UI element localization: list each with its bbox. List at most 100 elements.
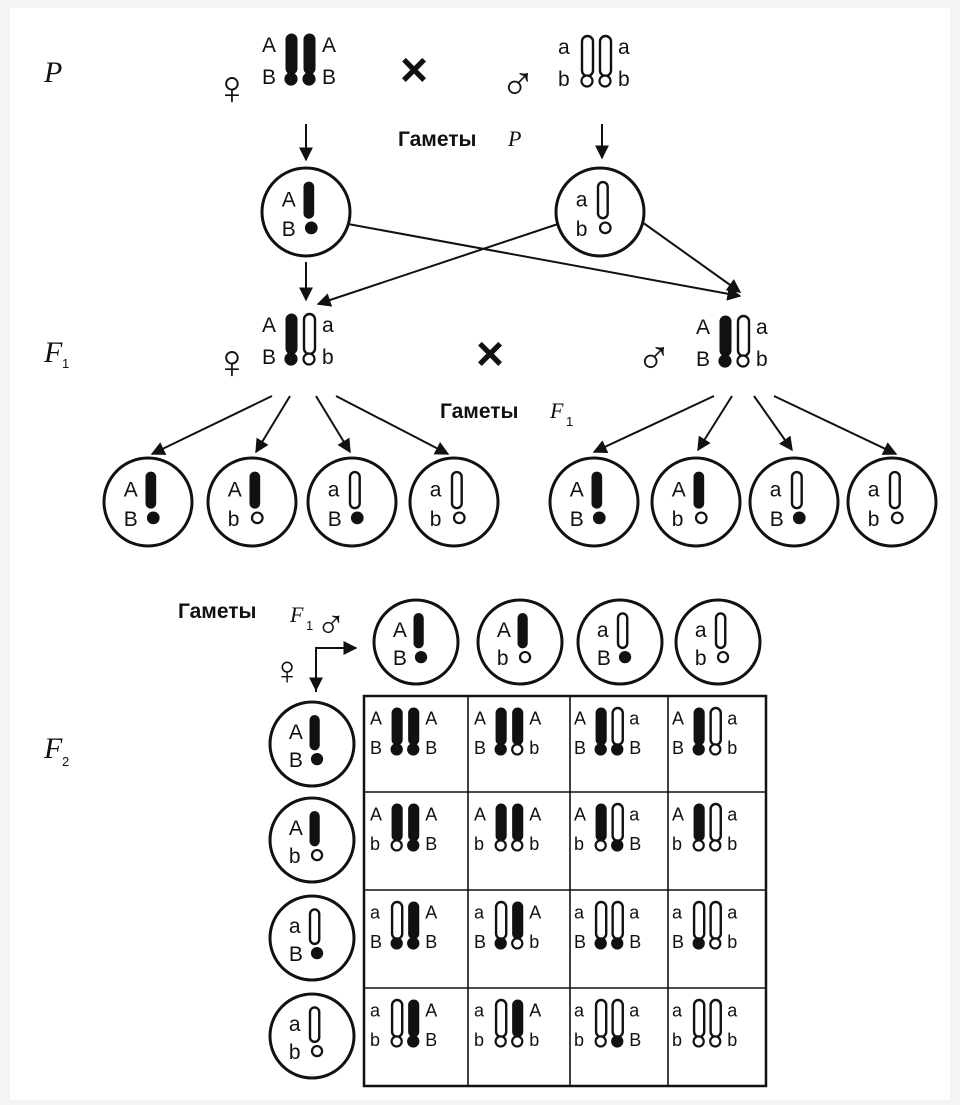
right-top-allele: A — [529, 903, 541, 923]
f1-male-symbol: ♂ — [636, 332, 672, 385]
right-chromosome — [611, 900, 624, 940]
left-top-allele: a — [558, 36, 570, 59]
gamete-bottom-allele: B — [289, 943, 303, 966]
right-bottom-allele: b — [529, 1030, 539, 1050]
gamete-top-allele: a — [328, 479, 340, 502]
left-bottom-allele: B — [672, 932, 684, 952]
gamete-cell — [650, 456, 742, 548]
left-top-allele: a — [574, 1001, 585, 1021]
left-gene-dot — [284, 72, 298, 86]
arrow-f1-female-gamete-4 — [335, 395, 450, 455]
right-chromosome — [709, 706, 722, 746]
left-gene-dot — [494, 937, 507, 950]
left-chromosome — [719, 315, 732, 357]
left-chromosome — [595, 707, 607, 746]
gametes-p-label: Гаметы P — [398, 126, 521, 151]
right-bottom-allele: B — [425, 932, 437, 952]
gen-label-f2: F 2 — [43, 732, 69, 769]
left-gene-dot — [284, 352, 298, 366]
gamete-chromosome — [309, 714, 320, 751]
left-top-allele: a — [672, 1001, 683, 1021]
gamete-bottom-allele: B — [124, 508, 138, 531]
left-chromosome — [390, 998, 404, 1038]
gamete-f1-male-3: aB — [748, 456, 840, 548]
right-top-allele: A — [425, 709, 437, 729]
right-top-allele: A — [322, 34, 336, 57]
gamete-top-allele: A — [289, 817, 303, 840]
gametes-grid-sub: 1 — [306, 618, 313, 633]
right-chromosome — [709, 998, 722, 1038]
gamete-cell — [268, 894, 356, 982]
left-chromosome — [693, 803, 705, 842]
right-chromosome — [598, 34, 613, 78]
right-chromosome — [302, 312, 317, 356]
gamete-gene-dot — [310, 946, 324, 960]
right-bottom-allele: b — [529, 932, 539, 952]
left-bottom-allele: b — [574, 1030, 584, 1050]
gamete-top-allele: a — [770, 479, 782, 502]
left-bottom-allele: b — [474, 1030, 484, 1050]
gamete-bottom-allele: b — [289, 845, 301, 868]
gamete-gene-dot — [250, 511, 264, 525]
gamete-chromosome — [596, 180, 609, 220]
right-gene-dot — [511, 1035, 524, 1048]
gamete-gene-dot — [716, 650, 730, 664]
arrow-f1-male-gamete-4 — [773, 395, 898, 455]
left-bottom-allele: b — [474, 834, 484, 854]
left-bottom-allele: B — [474, 932, 486, 952]
right-bottom-allele: b — [529, 834, 539, 854]
right-gene-dot — [611, 937, 624, 950]
left-bottom-allele: B — [574, 738, 586, 758]
gamete-gene-dot — [694, 511, 708, 525]
grid-row-gamete-4: ab — [268, 992, 356, 1080]
gamete-gene-dot — [304, 221, 318, 235]
punnett-grid — [362, 694, 768, 1088]
gamete-gene-dot — [310, 752, 324, 766]
left-top-allele: A — [696, 316, 710, 339]
gamete-cell — [268, 992, 356, 1080]
gamete-top-allele: a — [289, 1013, 301, 1036]
left-chromosome — [692, 900, 706, 940]
right-chromosome — [709, 900, 722, 940]
right-top-allele: a — [618, 36, 630, 59]
gamete-cell — [408, 456, 500, 548]
right-chromosome — [512, 707, 524, 746]
left-gene-dot — [580, 74, 594, 88]
right-bottom-allele: b — [727, 1030, 737, 1050]
arrow-f1-female-gamete-2 — [255, 395, 291, 454]
left-gene-dot — [594, 937, 607, 950]
gamete-top-allele: A — [570, 479, 584, 502]
right-top-allele: a — [629, 805, 640, 825]
gamete-cell — [268, 700, 356, 788]
gamete-gene-dot — [310, 1044, 324, 1058]
arrow-gamete-A-to-f1-male — [347, 223, 742, 301]
gametes-f1-grid-label: Гаметы F 1 — [178, 600, 313, 633]
right-chromosome — [736, 314, 751, 358]
right-top-allele: A — [529, 805, 541, 825]
left-bottom-allele: B — [474, 738, 486, 758]
left-gene-dot — [390, 743, 403, 756]
left-top-allele: A — [672, 709, 684, 729]
p-male-symbol: ♂ — [500, 58, 536, 111]
grid-male-symbol: ♂ — [316, 603, 346, 647]
left-gene-dot — [718, 354, 732, 368]
right-bottom-allele: B — [629, 1030, 641, 1050]
diagram-frame — [10, 8, 950, 1100]
gamete-bottom-allele: B — [770, 508, 784, 531]
left-bottom-allele: B — [262, 346, 276, 369]
right-gene-dot — [302, 72, 316, 86]
gamete-cell — [268, 796, 356, 884]
right-top-allele: a — [756, 316, 768, 339]
left-top-allele: A — [474, 805, 486, 825]
right-gene-dot — [407, 1035, 420, 1048]
gamete-top-allele: A — [393, 619, 407, 642]
gamete-chromosome — [308, 1006, 321, 1044]
inheritance-arrows — [150, 124, 898, 692]
left-gene-dot — [390, 839, 403, 852]
